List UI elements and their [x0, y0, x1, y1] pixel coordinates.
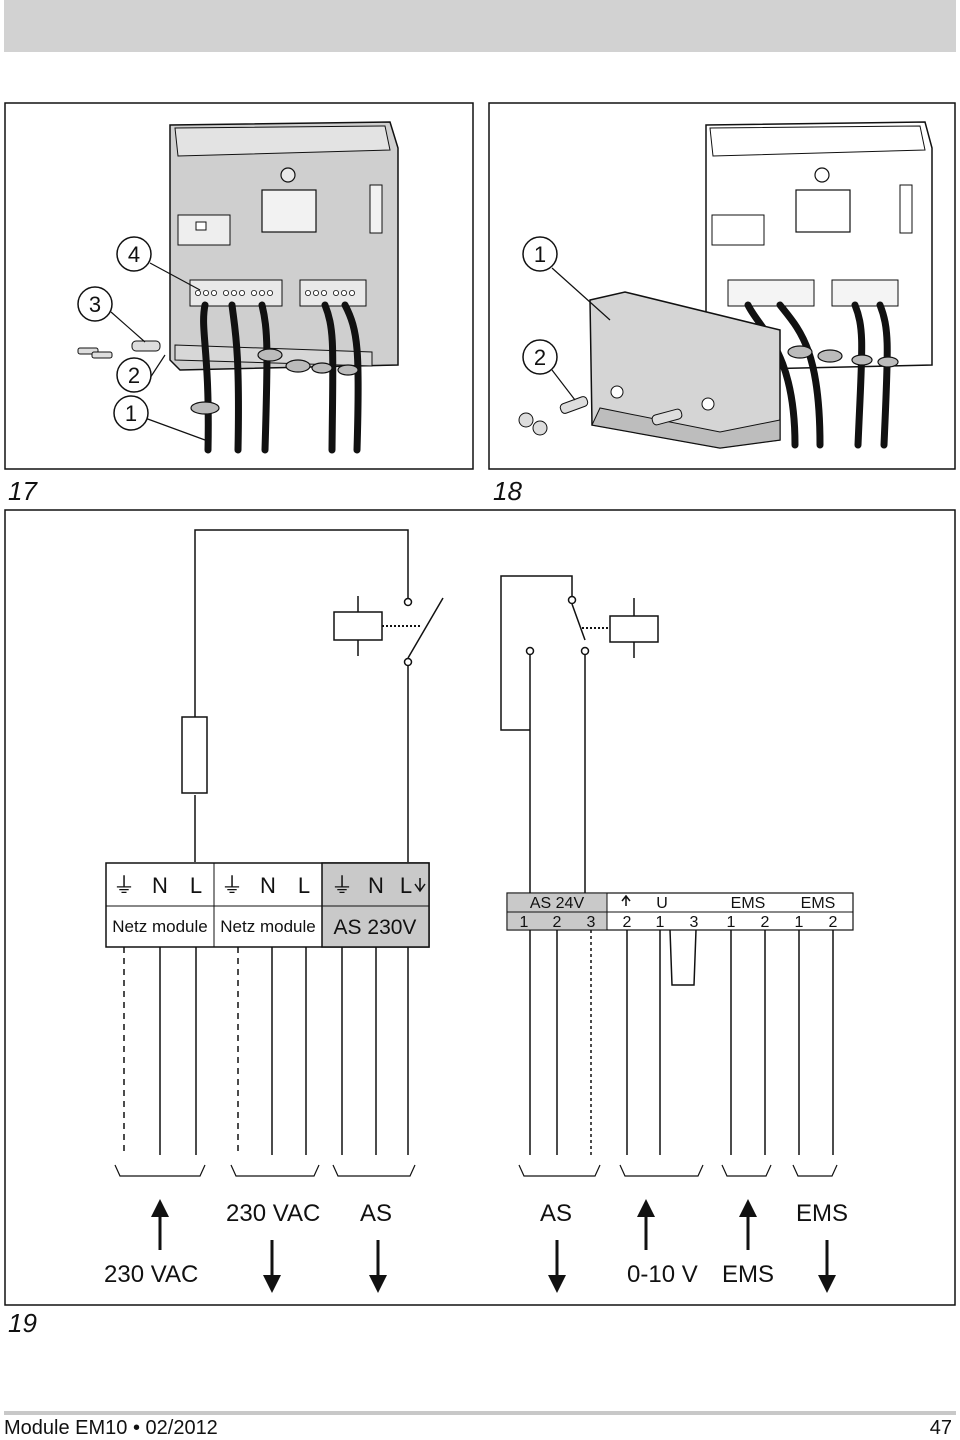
terminal-block-230v: ⏚ N L ⏚ N L ⏚ N L Netz module Netz modul… — [105, 862, 430, 948]
netz-module-caption-1: Netz module — [112, 917, 207, 936]
netz-module-caption-2: Netz module — [220, 917, 315, 936]
callout-1-fig18 — [522, 236, 558, 272]
footer-document-info: Module EM10 • 02/2012 — [4, 1417, 218, 1439]
label-ems-out: EMS — [796, 1200, 848, 1227]
netz-2-n: N — [260, 873, 276, 898]
netz-1-l: L — [190, 873, 202, 898]
figure-18-label: 18 — [493, 476, 522, 506]
u-pin-3: 3 — [690, 914, 699, 931]
as230-n: N — [368, 873, 384, 898]
callout-3 — [77, 286, 113, 322]
callout-4-text: 4 — [128, 242, 140, 267]
as24v-title: AS 24V — [530, 895, 585, 912]
callout-1-text: 1 — [125, 401, 137, 426]
figure-19-wiring-diagram: ⏚ N L ⏚ N L ⏚ N L Netz module Netz modul… — [4, 509, 956, 1306]
netz-1-n: N — [152, 873, 168, 898]
figure-18-illustration: 1 2 — [488, 102, 956, 470]
callout-1-fig18-text: 1 — [534, 242, 546, 267]
callout-4 — [116, 236, 152, 272]
ems1-pin-2: 2 — [761, 914, 770, 931]
figure-17-label: 17 — [8, 476, 37, 506]
label-as-230: AS — [360, 1200, 392, 1227]
u-pin-1: 1 — [656, 914, 665, 931]
callout-2-fig18-text: 2 — [534, 345, 546, 370]
callout-2-fig18 — [522, 339, 558, 375]
up-arrow-symbol — [621, 894, 631, 906]
figure-17-illustration: 4 3 2 1 — [4, 102, 474, 470]
callout-3-text: 3 — [89, 292, 101, 317]
earth-symbol-2: ⏚ — [221, 873, 243, 898]
footer-rule — [4, 1411, 956, 1415]
label-as-24: AS — [540, 1200, 572, 1227]
as24v-pin-1: 1 — [520, 914, 529, 931]
label-ems-in: EMS — [722, 1261, 774, 1288]
callout-2 — [116, 357, 152, 393]
as230v-caption: AS 230V — [334, 916, 417, 939]
callout-2-text: 2 — [128, 363, 140, 388]
ems2-pin-2: 2 — [829, 914, 838, 931]
label-230vac-out: 230 VAC — [226, 1200, 320, 1227]
ems-title-2: EMS — [801, 895, 836, 912]
u-title: U — [656, 895, 668, 912]
header-bar — [4, 0, 956, 52]
figure-19-label: 19 — [8, 1308, 37, 1338]
label-0-10v: 0-10 V — [627, 1261, 698, 1288]
label-230vac-in: 230 VAC — [104, 1261, 198, 1288]
callout-1 — [113, 395, 149, 431]
earth-symbol-3: ⏚ — [331, 873, 353, 898]
netz-2-l: L — [298, 873, 310, 898]
earth-symbol-1: ⏚ — [113, 873, 135, 898]
page-number: 47 — [929, 1417, 952, 1439]
ems-title-1: EMS — [731, 895, 766, 912]
as24v-pin-3: 3 — [587, 914, 596, 931]
terminal-block-low-voltage: AS 24V U EMS EMS 1 2 3 2 1 3 1 2 1 2 — [506, 892, 854, 931]
u-pin-2: 2 — [623, 914, 632, 931]
as230-l: L — [400, 873, 412, 898]
ems2-pin-1: 1 — [795, 914, 804, 931]
ems1-pin-1: 1 — [727, 914, 736, 931]
as24v-pin-2: 2 — [553, 914, 562, 931]
